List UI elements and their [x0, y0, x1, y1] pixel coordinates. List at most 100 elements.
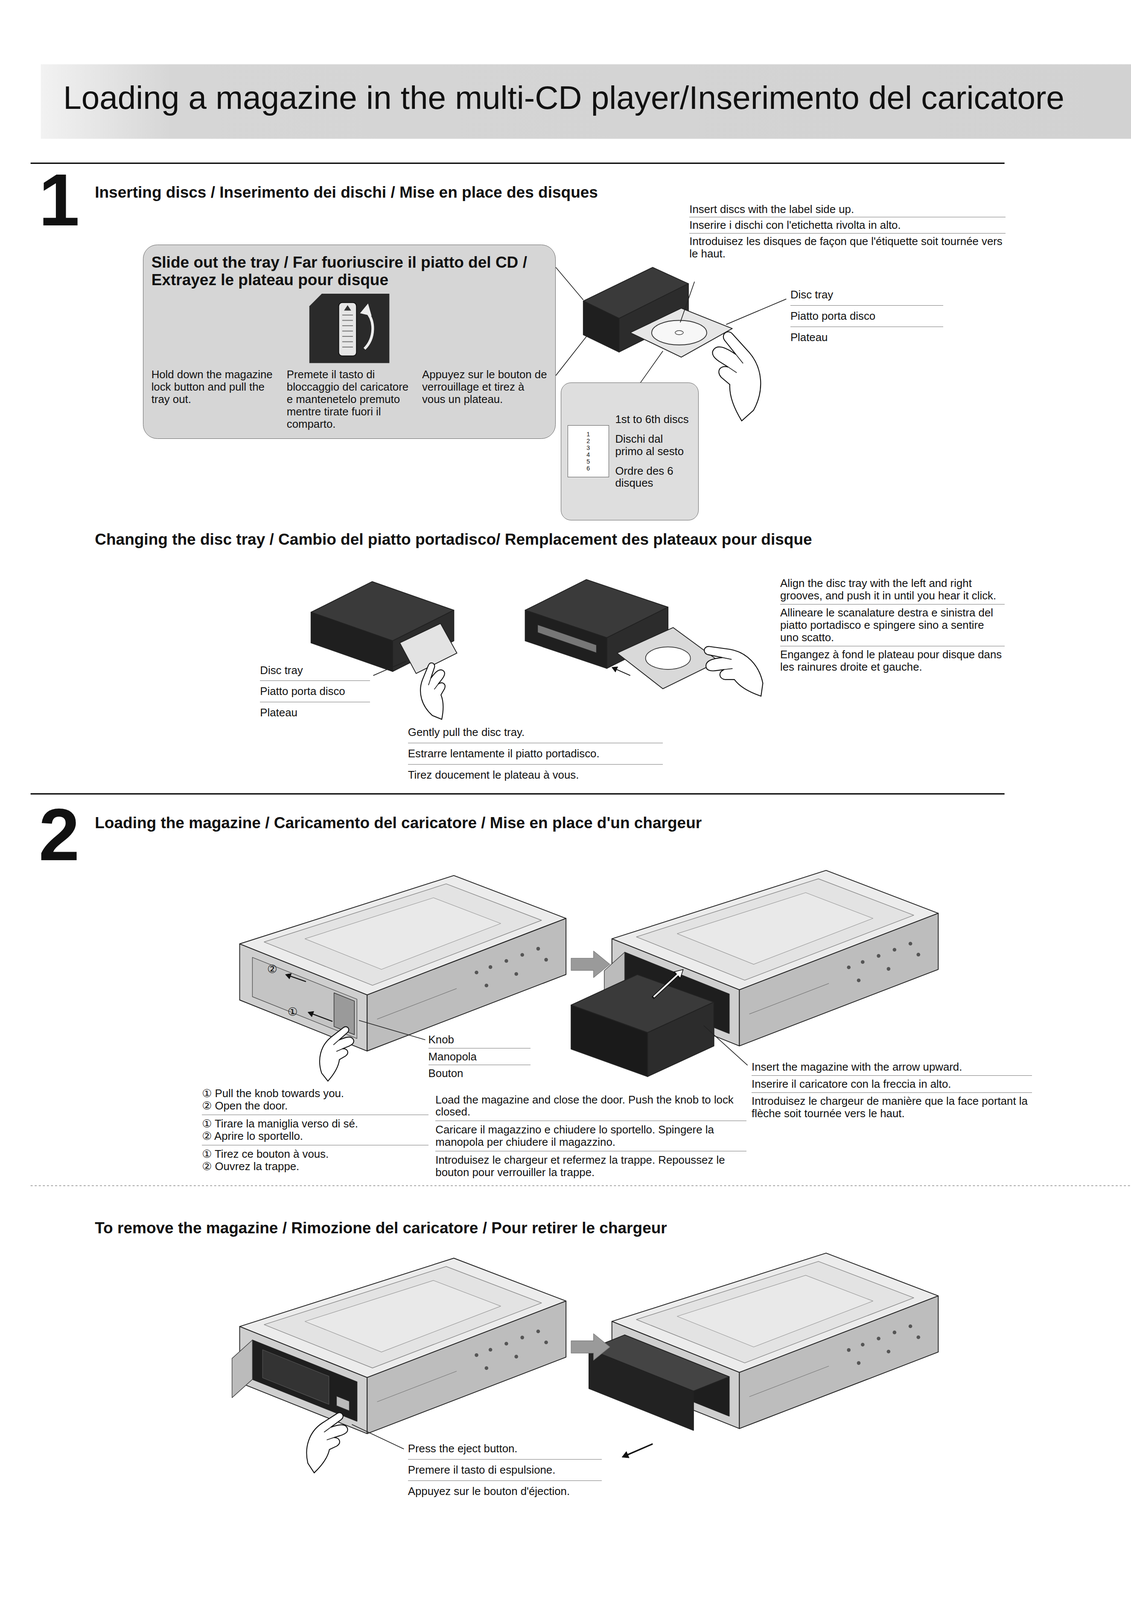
section-heading: Loading the magazine / Caricamento del c… [94, 813, 1115, 832]
connector-dot [514, 971, 519, 976]
changer-side-face [367, 918, 566, 1051]
leader-line [555, 332, 590, 376]
tray-cutout [645, 646, 691, 670]
eject-button [336, 1396, 350, 1411]
caption-text: Press the eject button. [408, 1442, 602, 1460]
connector-dot [474, 1352, 479, 1357]
disc-number: 6 [568, 464, 610, 472]
caption-text: Appuyez sur le bouton d'éjection. [408, 1480, 602, 1498]
connector-dot [488, 1347, 493, 1352]
connector-dot [484, 983, 489, 988]
changer-side-face [739, 912, 939, 1046]
connector-dot [520, 1335, 525, 1340]
connector-dot [876, 953, 881, 958]
connector-dot [536, 1329, 541, 1333]
magazine-bay [252, 1339, 357, 1421]
section-heading: To remove the magazine / Rimozione del c… [94, 1218, 1115, 1237]
caption-text: ① Tirare la maniglia verso di sé. [201, 1114, 429, 1130]
magazine-corner [309, 293, 390, 363]
connector-dot [908, 941, 913, 946]
text-group: Load the magazine and close the door. Pu… [435, 1093, 747, 1179]
leader-line [680, 281, 695, 323]
changer-side-face [367, 1300, 566, 1434]
side-seam [749, 983, 829, 1015]
cd-changer-unit [232, 1257, 567, 1434]
leader-line [373, 661, 406, 676]
pull-arrow-head [285, 973, 292, 979]
caption-text: Load the magazine and close the door. Pu… [435, 1093, 747, 1122]
eject-arrow [627, 1443, 653, 1455]
caption-text: Inserire il caricatore con la freccia in… [751, 1075, 1032, 1093]
button-ridge [342, 320, 353, 321]
connector-dot [846, 965, 851, 970]
changer-door-face [239, 943, 368, 1051]
connector-dot [916, 952, 921, 957]
caption-text: ① Pull the knob towards you. [201, 1087, 429, 1100]
hand [704, 646, 763, 696]
caption-text: Piatto porta disco [790, 305, 944, 327]
text-group: KnobManopolaBouton [428, 1033, 531, 1080]
disc-magazine [311, 581, 458, 674]
disc-number: 4 [568, 451, 610, 458]
caption-text: Disc tray [259, 664, 371, 682]
caption-text: Piatto porta disco [259, 680, 371, 703]
finger-line [332, 1039, 344, 1052]
open-door [232, 1339, 253, 1398]
box-text: Dischi dal primo al sesto [615, 432, 692, 458]
hand-outline [294, 1410, 360, 1473]
box-text: 1st to 6th discs [615, 413, 692, 426]
caption-text: Inserire i dischi con l'etichetta rivolt… [689, 217, 1006, 234]
instruction-text: Premete il tasto di bloccaggio del caric… [286, 368, 412, 431]
disc-hole [675, 330, 684, 335]
connector-dot [514, 1354, 519, 1359]
lock-button-icon [308, 293, 391, 363]
changer-side-face [739, 1295, 939, 1429]
caption-text: Plateau [790, 326, 944, 344]
hand-outline [704, 646, 763, 696]
button-ridge [342, 335, 353, 337]
leader-line [358, 1020, 426, 1040]
disc-number: 1 [568, 430, 610, 438]
pull-arrow [290, 976, 307, 982]
insert-arrow [616, 669, 631, 676]
title-band [40, 64, 1131, 139]
leader-line [725, 298, 787, 325]
magazine-front [571, 1004, 648, 1076]
section-rule [30, 162, 1005, 164]
button-ridge [342, 314, 353, 316]
cd-changer-unit [588, 1252, 939, 1430]
finger-line [722, 657, 733, 670]
disc-number: 2 [568, 437, 610, 445]
text-group: Gently pull the disc tray.Estrarre lenta… [408, 725, 663, 782]
connector-dot [916, 1335, 921, 1339]
pull-arrow [312, 1013, 333, 1021]
caption-text: Manopola [428, 1048, 531, 1066]
step-arrow [571, 950, 610, 978]
text-column: 1st to 6th discsDischi dal primo al sest… [615, 413, 692, 490]
cd-changer-unit [239, 875, 567, 1051]
text-group: To remove the magazine / Rimozione del c… [94, 1218, 1115, 1237]
text-group: 1 [38, 163, 100, 237]
hand [407, 661, 464, 721]
disc-number: 5 [568, 457, 610, 465]
loaded-magazine [262, 1349, 329, 1405]
finger-line [726, 354, 746, 374]
text-columns: Hold down the magazine lock button and p… [151, 368, 548, 431]
pull-arrow-head [359, 303, 372, 316]
tray-slot [537, 624, 597, 653]
hand-outline [688, 329, 783, 423]
hand [688, 329, 783, 423]
compact-disc [651, 320, 707, 345]
insert-arrow [653, 974, 678, 997]
caption-text: Gently pull the disc tray. [408, 725, 663, 744]
pull-arrow-head [308, 1011, 314, 1017]
caption-text: ② [267, 962, 284, 976]
section-heading: Inserting discs / Inserimento dei dischi… [94, 183, 748, 202]
section-heading: Changing the disc tray / Cambio del piat… [94, 530, 1115, 549]
text-group: 2 [38, 797, 100, 872]
page-title: Loading a magazine in the multi-CD playe… [63, 81, 1065, 114]
ejected-magazine-front [588, 1349, 694, 1431]
button-ridge [342, 325, 353, 327]
connector-dot [504, 1341, 509, 1346]
